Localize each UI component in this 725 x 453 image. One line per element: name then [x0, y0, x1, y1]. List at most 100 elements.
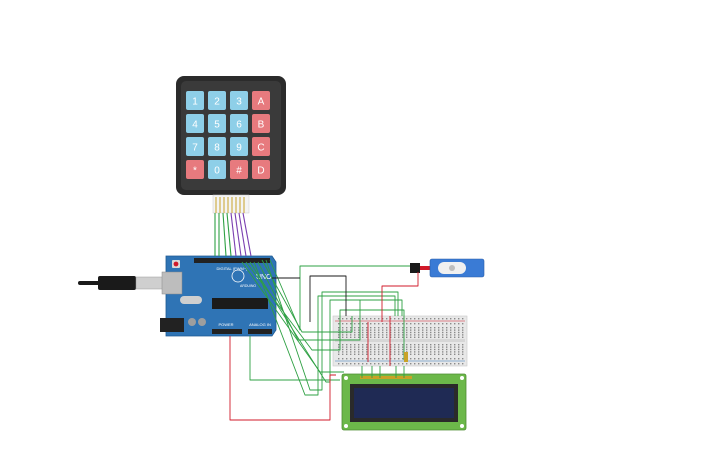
breadboard-hole	[362, 318, 364, 320]
breadboard-hole	[378, 363, 380, 365]
keypad-key-label: 4	[192, 120, 198, 131]
breadboard-hole	[394, 323, 396, 325]
breadboard-hole	[402, 323, 404, 325]
breadboard-hole	[382, 329, 384, 331]
breadboard-hole	[418, 348, 420, 351]
breadboard-hole	[446, 351, 448, 353]
breadboard-hole	[426, 351, 428, 353]
lcd-module[interactable]	[341, 373, 467, 431]
keypad-key[interactable]: D	[252, 160, 270, 179]
breadboard-hole	[442, 363, 444, 365]
keypad-key[interactable]: 4	[186, 114, 204, 133]
keypad-key-face[interactable]	[252, 137, 270, 156]
breadboard-hole	[382, 336, 384, 338]
breadboard-hole	[338, 323, 340, 325]
potentiometer-resistor	[404, 352, 408, 362]
reset-button-cap[interactable]	[173, 261, 179, 267]
servo-motor[interactable]	[410, 258, 485, 278]
breadboard-hole	[446, 334, 448, 336]
breadboard-hole	[398, 327, 400, 329]
keypad-key-label: 6	[236, 120, 242, 131]
breadboard-hole	[414, 329, 416, 331]
breadboard-hole	[350, 323, 352, 325]
keypad-wires	[214, 212, 252, 257]
keypad-key-face[interactable]	[252, 114, 270, 133]
breadboard-hole	[362, 329, 364, 331]
keypad-key-face[interactable]	[186, 91, 204, 110]
keypad-key-face[interactable]	[230, 114, 248, 133]
keypad-key-label: 5	[214, 120, 220, 131]
breadboard-hole	[358, 336, 360, 338]
keypad-key[interactable]: 2	[208, 91, 226, 110]
keypad-key-face[interactable]	[208, 91, 226, 110]
breadboard-hole	[450, 334, 452, 336]
breadboard-hole	[442, 348, 444, 351]
analog-header	[248, 329, 272, 334]
breadboard-hole	[346, 329, 348, 331]
keypad-key-face[interactable]	[252, 91, 270, 110]
breadboard[interactable]	[332, 315, 468, 367]
breadboard-hole	[370, 363, 372, 365]
breadboard-hole	[378, 323, 380, 325]
keypad-key[interactable]: 5	[208, 114, 226, 133]
breadboard-hole	[374, 353, 376, 355]
breadboard-hole	[386, 348, 388, 351]
breadboard-hole	[430, 327, 432, 329]
lcd-mount-hole-2	[460, 376, 464, 380]
breadboard-hole	[426, 331, 428, 334]
breadboard-hole	[358, 323, 360, 325]
breadboard-hole	[430, 353, 432, 355]
breadboard-hole	[374, 351, 376, 353]
keypad-key-face[interactable]	[230, 91, 248, 110]
breadboard-hole	[422, 353, 424, 355]
keypad-key[interactable]: C	[252, 137, 270, 156]
breadboard-hole	[346, 353, 348, 355]
keypad-key[interactable]: A	[252, 91, 270, 110]
arduino-uno[interactable]: DIGITAL (PWM~) UNO ARDUINO POWER ANALOG …	[160, 255, 277, 337]
breadboard-hole	[402, 334, 404, 336]
keypad-key-face[interactable]	[252, 160, 270, 179]
keypad-key-face[interactable]	[186, 160, 204, 179]
keypad-key-face[interactable]	[186, 114, 204, 133]
breadboard-hole	[418, 351, 420, 353]
breadboard-hole	[394, 348, 396, 351]
breadboard-hole	[346, 331, 348, 334]
keypad-key-face[interactable]	[230, 137, 248, 156]
keypad-key[interactable]: 7	[186, 137, 204, 156]
keypad-key[interactable]: 8	[208, 137, 226, 156]
breadboard-hole	[354, 323, 356, 325]
breadboard-hole	[406, 363, 408, 365]
breadboard-hole	[398, 318, 400, 320]
keypad-key[interactable]: 3	[230, 91, 248, 110]
breadboard-hole	[394, 358, 396, 360]
uno-logo-text: UNO	[256, 274, 272, 281]
keypad-key[interactable]: B	[252, 114, 270, 133]
keypad-key-face[interactable]	[208, 114, 226, 133]
keypad-key-face[interactable]	[230, 160, 248, 179]
keypad-key[interactable]: 0	[208, 160, 226, 179]
breadboard-hole	[462, 358, 464, 360]
breadboard-hole	[358, 329, 360, 331]
keypad-key[interactable]: #	[230, 160, 248, 179]
keypad-key-face[interactable]	[208, 160, 226, 179]
keypad-key[interactable]: *	[186, 160, 204, 179]
breadboard-hole	[442, 344, 444, 346]
breadboard-hole	[346, 351, 348, 353]
breadboard-hole	[402, 353, 404, 355]
breadboard-hole	[442, 351, 444, 353]
keypad-key[interactable]: 6	[230, 114, 248, 133]
breadboard-hole	[338, 336, 340, 338]
arduino-logo-icon	[231, 269, 245, 283]
breadboard-hole	[458, 344, 460, 346]
keypad-key[interactable]: 1	[186, 91, 204, 110]
breadboard-hole	[434, 336, 436, 338]
breadboard-hole	[406, 344, 408, 346]
breadboard-hole	[438, 344, 440, 346]
breadboard-hole	[382, 323, 384, 325]
breadboard-hole	[390, 327, 392, 329]
keypad-key[interactable]: 9	[230, 137, 248, 156]
keypad-key-face[interactable]	[186, 137, 204, 156]
keypad-key-face[interactable]	[208, 137, 226, 156]
breadboard-hole	[446, 331, 448, 334]
